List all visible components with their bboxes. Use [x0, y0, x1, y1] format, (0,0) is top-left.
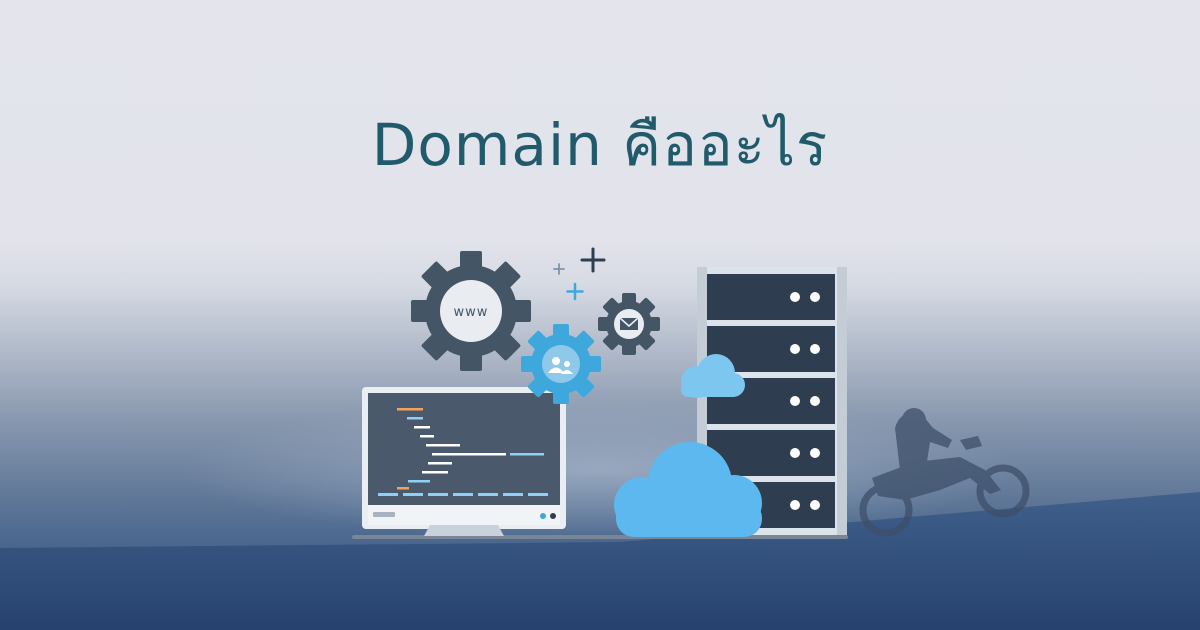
plus-icon [553, 247, 606, 301]
page-title: Domain คืออะไร [371, 111, 829, 179]
cloud-icon [614, 442, 762, 537]
mail-gear-icon [598, 293, 660, 355]
server-unit [707, 274, 835, 320]
code-lines [378, 408, 548, 496]
gear-www-label: www [454, 305, 489, 320]
cloud-icon [681, 354, 745, 398]
users-gear-icon [521, 324, 601, 404]
monitor-icon [362, 387, 566, 536]
www-gear-icon: www [411, 251, 531, 371]
motorcycle-rider-silhouette [859, 408, 1030, 537]
